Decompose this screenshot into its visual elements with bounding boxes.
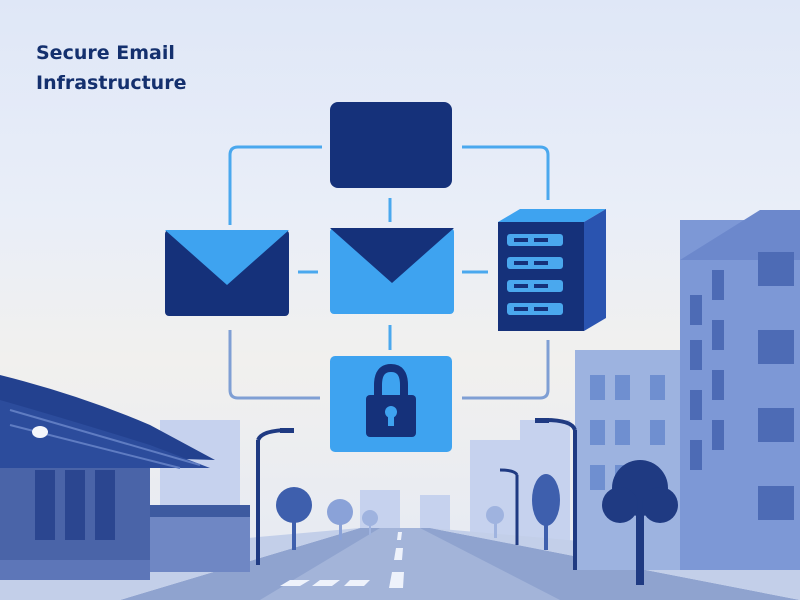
street-lamp bbox=[499, 468, 519, 545]
tree bbox=[602, 460, 678, 585]
modern-buildings bbox=[575, 210, 800, 570]
lock-icon bbox=[330, 356, 452, 452]
street-lamps bbox=[256, 418, 577, 570]
connector-lines bbox=[228, 145, 550, 400]
server-icon bbox=[498, 209, 606, 331]
street-lamp bbox=[535, 418, 577, 570]
trees bbox=[276, 460, 678, 585]
tree bbox=[276, 487, 312, 550]
title-line-1: Secure Email bbox=[36, 42, 175, 64]
envelope-icon bbox=[330, 228, 454, 314]
tree bbox=[327, 499, 353, 540]
mail-server-node bbox=[330, 102, 452, 188]
title-line-2: Infrastructure bbox=[36, 72, 187, 94]
envelope-icon bbox=[165, 230, 289, 316]
tree bbox=[486, 506, 504, 538]
tree bbox=[362, 510, 378, 535]
page-title: Secure Email Infrastructure bbox=[36, 38, 186, 98]
tree bbox=[532, 474, 560, 550]
traditional-building bbox=[0, 375, 250, 580]
street-lamp bbox=[256, 428, 294, 565]
